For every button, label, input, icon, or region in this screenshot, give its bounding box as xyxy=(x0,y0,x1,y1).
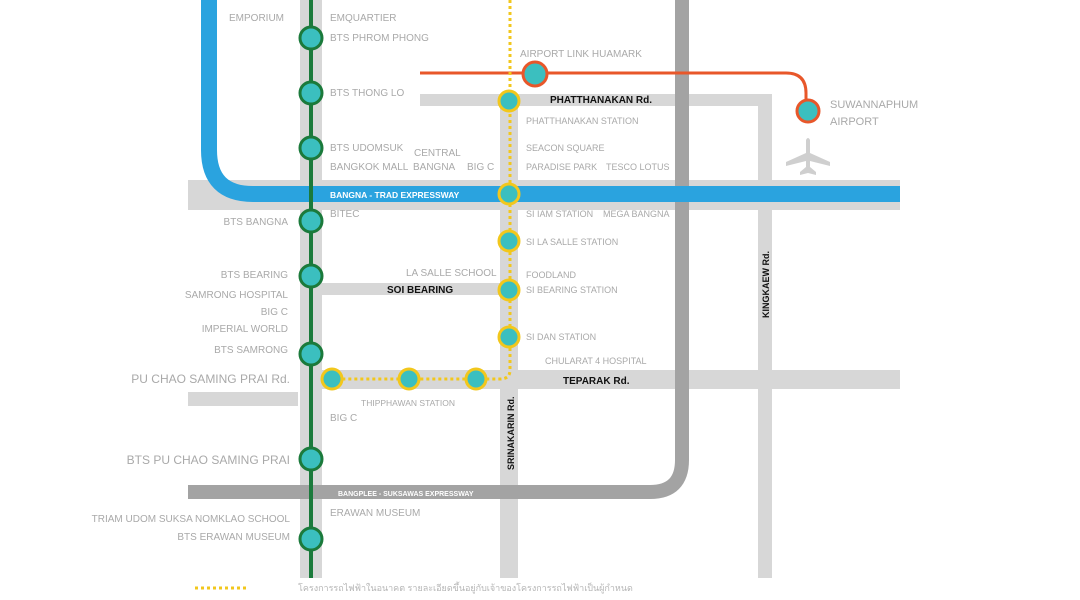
label-erawan-museum: ERAWAN MUSEUM xyxy=(330,508,420,519)
label-si-iam: SI IAM STATION xyxy=(526,209,593,219)
label-phatthanakan-road: PHATTHANAKAN Rd. xyxy=(550,95,652,106)
label-bangna: BANGNA xyxy=(413,162,456,173)
label-srinakarin-road: SRINAKARIN Rd. xyxy=(506,397,516,471)
station-bts-samrong[interactable] xyxy=(298,341,324,367)
label-bts-erawan-museum: BTS ERAWAN MUSEUM xyxy=(177,532,290,543)
label-samrong-hospital: SAMRONG HOSPITAL xyxy=(185,290,289,301)
airport-link-stations xyxy=(521,60,821,124)
label-si-dan: SI DAN STATION xyxy=(526,332,596,342)
station-airport-link-huamark[interactable] xyxy=(521,60,549,88)
label-paradise-park: PARADISE PARK xyxy=(526,162,597,172)
label-kingkaew-road: KINGKAEW Rd. xyxy=(761,251,771,318)
label-tesco-lotus: TESCO LOTUS xyxy=(606,162,670,172)
label-teparak-road: TEPARAK Rd. xyxy=(563,376,630,387)
station-bts-bangna[interactable] xyxy=(298,208,324,234)
airplane-icon xyxy=(786,138,830,175)
label-bts-phrom-phong: BTS PHROM PHONG xyxy=(330,33,429,44)
station-bts-bearing[interactable] xyxy=(298,263,324,289)
label-soi-bearing: SOI BEARING xyxy=(387,285,453,296)
label-chularat: CHULARAT 4 HOSPITAL xyxy=(545,356,647,366)
road-kingkaew xyxy=(758,94,772,578)
station-si-la-salle[interactable] xyxy=(497,229,521,253)
label-big-c-3: BIG C xyxy=(330,413,357,424)
label-bangplee-suksawas: BANGPLEE - SUKSAWAS EXPRESSWAY xyxy=(338,491,474,498)
label-triam-udom: TRIAM UDOM SUKSA NOMKLAO SCHOOL xyxy=(92,514,291,525)
station-bts-udomsuk[interactable] xyxy=(298,135,324,161)
station-thipphawan[interactable] xyxy=(397,367,421,391)
station-bts-thong-lo[interactable] xyxy=(298,80,324,106)
station-bts-phrom-phong[interactable] xyxy=(298,25,324,51)
expressway-bangplee-suksawas xyxy=(188,0,689,499)
station-si-dan[interactable] xyxy=(497,325,521,349)
label-seacon-square: SEACON SQUARE xyxy=(526,143,605,153)
station-phatthanakan[interactable] xyxy=(497,89,521,113)
yellow-stations xyxy=(320,89,521,391)
label-emquartier: EMQUARTIER xyxy=(330,13,397,24)
label-bangkok-mall: BANGKOK MALL xyxy=(330,162,409,173)
label-bts-pu-chao: BTS PU CHAO SAMING PRAI xyxy=(127,453,290,467)
label-big-c-2: BIG C xyxy=(261,307,288,318)
label-central: CENTRAL xyxy=(414,148,461,159)
future-line-yellow xyxy=(330,0,512,381)
label-bangna-trad: BANGNA - TRAD EXPRESSWAY xyxy=(330,190,460,200)
label-la-salle-school: LA SALLE SCHOOL xyxy=(406,268,497,279)
label-bts-thong-lo: BTS THONG LO xyxy=(330,88,404,99)
station-yellow-teparak-3[interactable] xyxy=(320,367,344,391)
road-soi-bearing xyxy=(318,283,504,295)
bts-stations xyxy=(298,25,324,552)
expressway-bangna-trad xyxy=(201,0,900,202)
label-si-la-salle: SI LA SALLE STATION xyxy=(526,237,618,247)
label-bts-bearing: BTS BEARING xyxy=(221,270,288,281)
airport-link-line xyxy=(420,71,808,110)
label-bitec: BITEC xyxy=(330,209,359,220)
road-pu-chao xyxy=(188,392,298,406)
label-pu-chao-road: PU CHAO SAMING PRAI Rd. xyxy=(131,372,290,386)
station-bts-erawan-museum[interactable] xyxy=(298,526,324,552)
label-airport-link: AIRPORT LINK HUAMARK xyxy=(520,49,642,60)
station-yellow-teparak-1[interactable] xyxy=(464,367,488,391)
label-suvarnabhumi-1: SUWANNAPHUM xyxy=(830,99,918,111)
station-si-iam[interactable] xyxy=(497,182,521,206)
label-emporium: EMPORIUM xyxy=(229,13,284,24)
label-suvarnabhumi-2: AIRPORT xyxy=(830,116,879,128)
label-mega-bangna: MEGA BANGNA xyxy=(603,209,670,219)
label-si-bearing: SI BEARING STATION xyxy=(526,285,618,295)
station-si-bearing[interactable] xyxy=(497,278,521,302)
label-imperial-world: IMPERIAL WORLD xyxy=(202,324,288,335)
label-bts-udomsuk: BTS UDOMSUK xyxy=(330,143,404,154)
label-big-c-1: BIG C xyxy=(467,162,494,173)
legend-text: โครงการรถไฟฟ้าในอนาคต รายละเอียดขึ้นอยู่… xyxy=(298,581,633,594)
road-teparak xyxy=(318,370,900,389)
station-bts-pu-chao[interactable] xyxy=(298,446,324,472)
label-bts-bangna: BTS BANGNA xyxy=(224,217,289,228)
label-foodland: FOODLAND xyxy=(526,270,577,280)
station-suvarnabhumi[interactable] xyxy=(795,98,821,124)
label-phatthanakan-station: PHATTHANAKAN STATION xyxy=(526,116,639,126)
label-thipphawan: THIPPHAWAN STATION xyxy=(361,398,455,408)
label-bts-samrong: BTS SAMRONG xyxy=(214,345,288,356)
